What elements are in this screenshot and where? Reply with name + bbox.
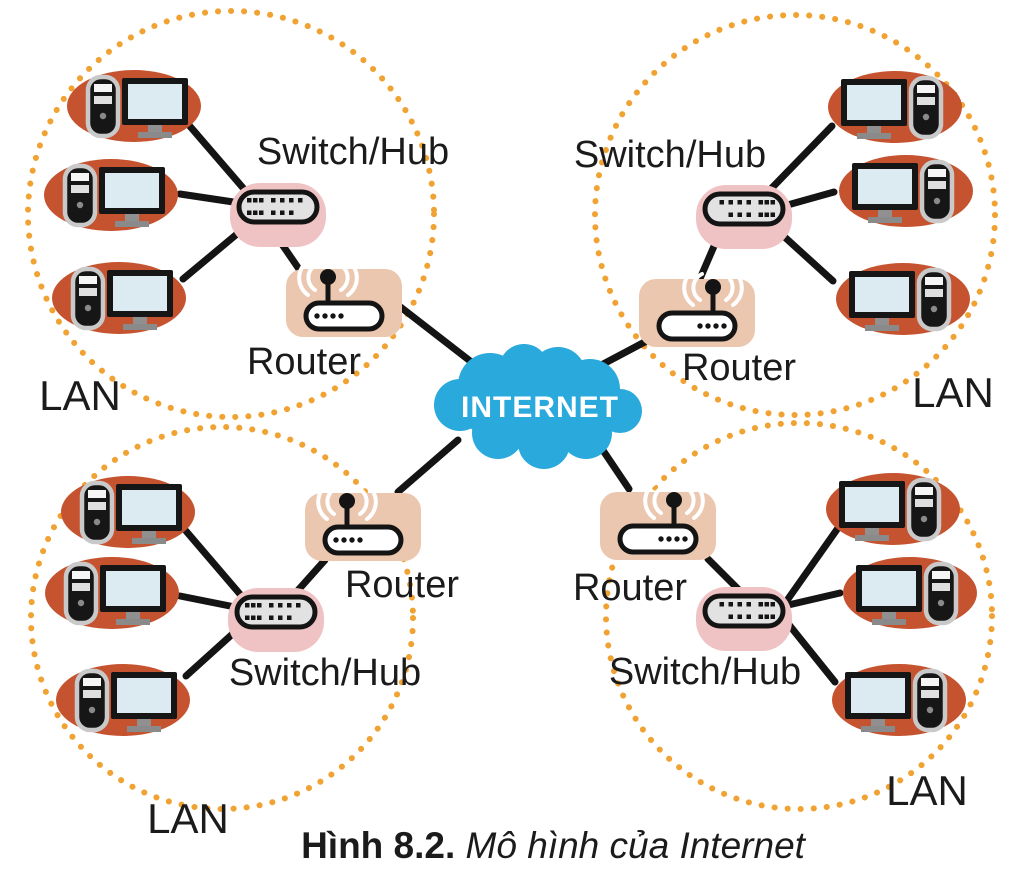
router-label: Router	[247, 341, 361, 383]
switch-hub-label: Switch/Hub	[609, 651, 801, 693]
computer-node	[843, 557, 977, 629]
network-link	[784, 524, 842, 603]
network-link	[182, 527, 249, 604]
router-label: Router	[682, 347, 796, 389]
router-label: Router	[573, 567, 687, 609]
computer-node	[836, 263, 970, 335]
figure-caption-title: Mô hình của Internet	[455, 825, 806, 866]
computer-node	[826, 473, 960, 545]
lan-label: LAN	[39, 372, 121, 419]
lan-top-right: Switch/Hub Router LAN	[574, 12, 998, 418]
router-device	[305, 483, 421, 561]
internet-label: INTERNET	[461, 391, 619, 424]
computer-node	[56, 664, 190, 736]
computer-node	[52, 262, 186, 334]
router-label: Router	[345, 564, 459, 606]
cloud-shape	[434, 344, 642, 469]
computer-node	[828, 71, 962, 143]
computer-node	[61, 476, 195, 548]
lan-boundary-circle	[592, 12, 998, 418]
network-link	[176, 190, 244, 207]
switch-hub-device	[696, 185, 792, 249]
switch-hub-device	[230, 183, 326, 247]
network-link	[780, 188, 838, 210]
router-device	[600, 482, 716, 560]
lan-boundary-circle	[28, 424, 416, 812]
router-device	[639, 269, 755, 347]
lan-bottom-left: Switch/Hub Router LAN	[28, 424, 462, 842]
network-link	[176, 592, 244, 612]
computer-node	[832, 664, 966, 736]
lan-top-left: Switch/Hub Router LAN	[25, 8, 478, 420]
network-link	[390, 298, 478, 368]
computer-node	[45, 557, 179, 629]
computer-node	[67, 70, 201, 142]
lan-label: LAN	[886, 767, 968, 814]
figure-caption-number: Hình 8.2.	[301, 825, 455, 866]
switch-hub-device	[696, 587, 792, 651]
network-link	[760, 122, 836, 200]
lan-label: LAN	[147, 795, 229, 842]
network-link	[704, 555, 743, 594]
computer-node	[839, 155, 973, 227]
switch-hub-device	[228, 588, 324, 652]
network-link	[394, 436, 462, 496]
router-device	[286, 259, 402, 337]
switch-hub-label: Switch/Hub	[229, 652, 421, 694]
figure-caption: Hình 8.2. Mô hình của Internet	[301, 825, 807, 866]
lan-boundary-circle	[603, 420, 995, 812]
switch-hub-label: Switch/Hub	[574, 134, 766, 176]
lan-boundary-circle	[25, 8, 437, 420]
lan-bottom-right: Switch/Hub Router LAN	[573, 420, 995, 814]
lan-label: LAN	[912, 369, 994, 416]
network-link	[780, 589, 844, 610]
internet-cloud: INTERNET	[434, 344, 642, 469]
network-link	[184, 120, 254, 200]
network-link	[782, 617, 839, 686]
switch-hub-label: Switch/Hub	[257, 131, 449, 173]
computer-node	[44, 159, 178, 231]
